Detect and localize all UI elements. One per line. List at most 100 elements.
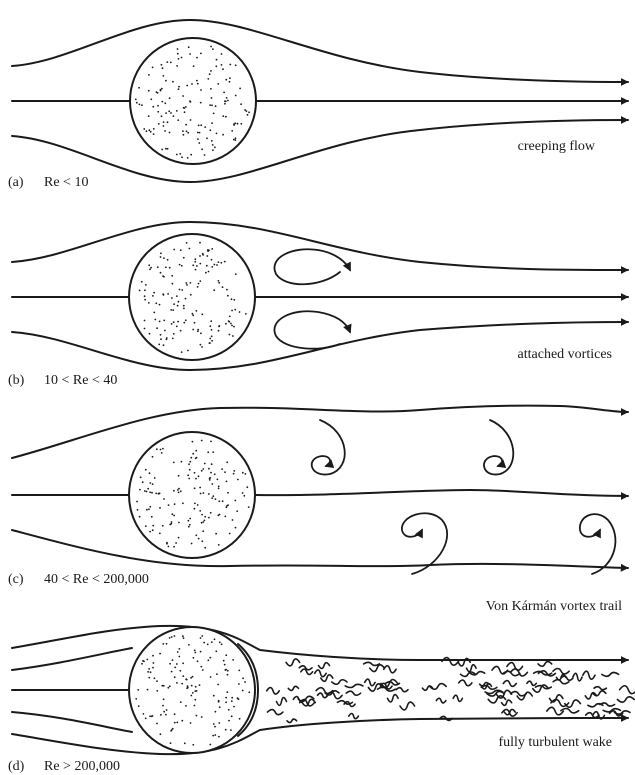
stipple-dot	[179, 648, 181, 650]
turbulence-squiggle	[277, 698, 287, 706]
stipple-dot	[197, 83, 199, 85]
stipple-dot	[212, 48, 214, 50]
stipple-dot	[153, 312, 155, 314]
stipple-dot	[163, 257, 165, 259]
stipple-dot	[178, 537, 180, 539]
stipple-dot	[235, 137, 237, 139]
stipple-dot	[202, 669, 204, 671]
stipple-dot	[239, 311, 241, 313]
turbulence-squiggle	[430, 684, 446, 690]
stipple-dot	[225, 654, 227, 656]
stipple-dot	[185, 124, 187, 126]
stipple-dot	[169, 637, 171, 639]
stipple-dot	[176, 682, 178, 684]
stipple-dot	[173, 462, 175, 464]
stipple-dot	[183, 134, 185, 136]
stipple-dot	[178, 475, 180, 477]
stipple-dot	[226, 691, 228, 693]
stipple-dot	[225, 729, 227, 731]
stipple-dot	[222, 68, 224, 70]
stipple-dot	[152, 667, 154, 669]
stipple-dot	[197, 330, 199, 332]
stipple-dot	[177, 305, 179, 307]
stipple-dot	[234, 139, 236, 141]
stipple-dot	[186, 687, 188, 689]
stipple-dot	[214, 638, 216, 640]
stipple-dot	[173, 490, 175, 492]
stipple-dot	[195, 450, 197, 452]
stipple-dot	[188, 520, 190, 522]
stipple-dot	[244, 109, 246, 111]
stipple-dot	[167, 259, 169, 261]
stipple-dot	[200, 332, 202, 334]
stipple-dot	[149, 715, 151, 717]
stipple-dot	[190, 282, 192, 284]
stipple-dot	[184, 742, 186, 744]
stipple-dot	[200, 666, 202, 668]
stipple-dot	[162, 293, 164, 295]
stipple-dot	[192, 692, 194, 694]
stipple-dot	[142, 660, 144, 662]
stipple-dot	[153, 128, 155, 130]
stipple-dot	[161, 452, 163, 454]
stipple-dot	[170, 742, 172, 744]
stipple-dot	[208, 271, 210, 273]
stipple-dot	[171, 671, 173, 673]
stipple-dot	[190, 722, 192, 724]
turbulence-squiggle	[503, 681, 516, 687]
stipple-dot	[210, 70, 212, 72]
stipple-dot	[194, 261, 196, 263]
karman-vortex-1	[312, 420, 345, 475]
stipple-dot	[210, 320, 212, 322]
stipple-dot	[138, 87, 140, 89]
stipple-dot	[140, 476, 142, 478]
stipple-dot	[192, 329, 194, 331]
stipple-dot	[192, 313, 194, 315]
stipple-dot	[152, 67, 154, 69]
stipple-dot	[209, 325, 211, 327]
stipple-dot	[237, 123, 239, 125]
stipple-dot	[194, 472, 196, 474]
stipple-dot	[159, 321, 161, 323]
stipple-dot	[199, 280, 201, 282]
turbulence-squiggle	[453, 695, 462, 701]
stipple-dot	[198, 125, 200, 127]
stipple-dot	[161, 64, 163, 66]
stipple-dot	[147, 689, 149, 691]
stipple-dot	[218, 488, 220, 490]
stipple-dot	[160, 449, 162, 451]
stipple-dot	[242, 472, 244, 474]
stipple-dot	[159, 304, 161, 306]
stipple-dot	[233, 299, 235, 301]
stipple-dot	[176, 154, 178, 156]
stipple-dot	[215, 65, 217, 67]
stipple-dot	[197, 660, 199, 662]
stipple-dot	[145, 718, 147, 720]
stipple-dot	[231, 325, 233, 327]
stipple-dot	[227, 674, 229, 676]
stipple-dot	[188, 463, 190, 465]
stipple-dot	[192, 453, 194, 455]
stipple-dot	[160, 338, 162, 340]
stipple-dot	[189, 53, 191, 55]
stipple-dot	[218, 700, 220, 702]
stipple-dot	[135, 698, 137, 700]
stipple-dot	[229, 77, 231, 79]
turbulence-squiggle	[536, 686, 552, 689]
stipple-dot	[152, 456, 154, 458]
stipple-dot	[205, 272, 207, 274]
stipple-dot	[152, 483, 154, 485]
stipple-dot	[147, 671, 149, 673]
stipple-dot	[168, 504, 170, 506]
flow-caption: fully turbulent wake	[498, 735, 612, 750]
stipple-dot	[210, 512, 212, 514]
stipple-dot	[206, 255, 208, 257]
stipple-dot	[182, 95, 184, 97]
stipple-dot	[162, 67, 164, 69]
stipple-dot	[166, 709, 168, 711]
stipple-dot	[190, 457, 192, 459]
turbulence-squiggle	[388, 695, 399, 702]
turbulence-squiggle	[365, 679, 375, 686]
stipple-dot	[197, 329, 199, 331]
stipple-dot	[143, 128, 145, 130]
